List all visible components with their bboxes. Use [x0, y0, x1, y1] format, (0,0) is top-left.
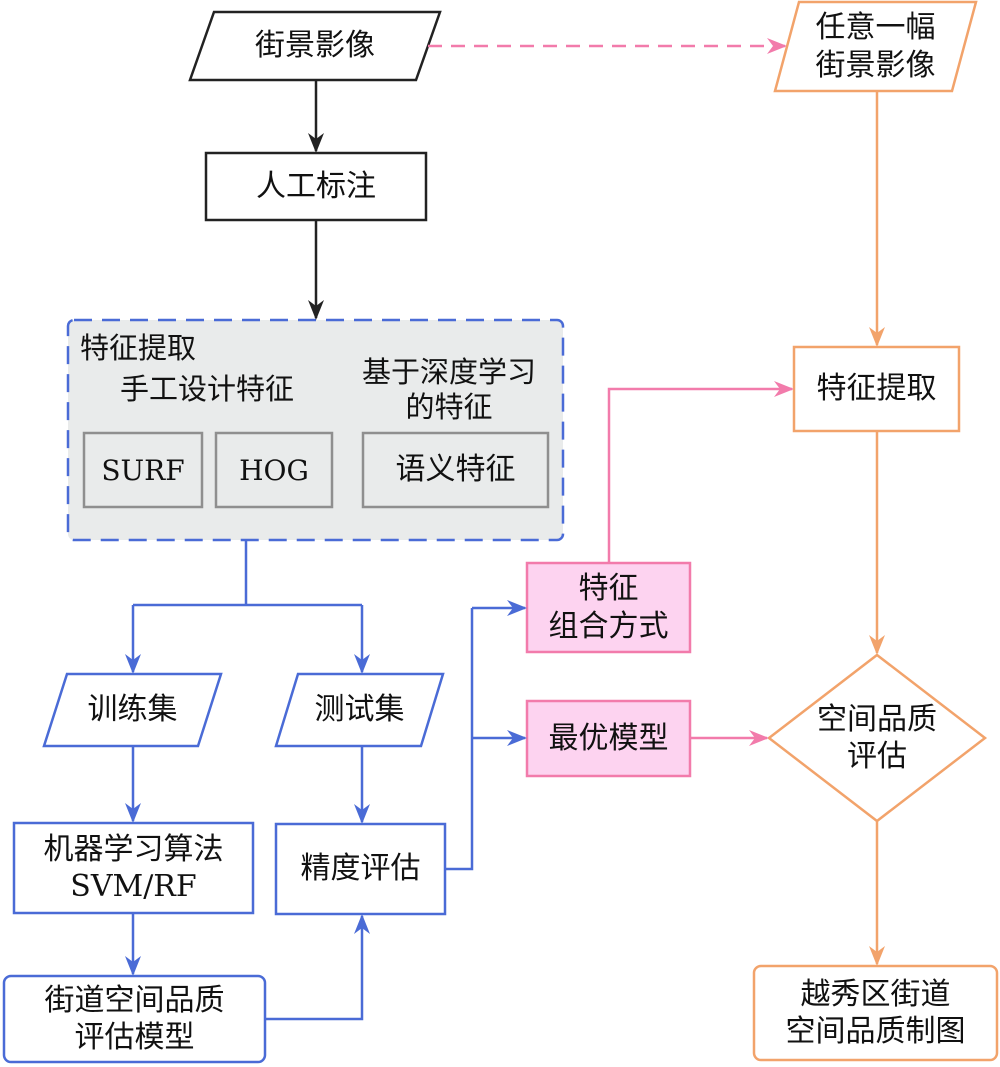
- handcrafted-features-title: 手工设计特征: [120, 372, 295, 406]
- surf-label: SURF: [101, 453, 185, 487]
- feature-extract-shape: [792, 345, 961, 433]
- any-image-label-line1: 任意一幅: [815, 10, 936, 45]
- test-set-label: 测试集: [314, 692, 405, 728]
- ml-algorithm-node: 机器学习算法 SVM/RF: [14, 823, 253, 913]
- train-set-node: 训练集: [44, 674, 221, 746]
- quality-model-label-line2: 评估模型: [74, 1020, 195, 1055]
- hog-shape: [214, 431, 334, 509]
- feature-combo-node: 特征 组合方式: [527, 563, 690, 652]
- best-model-label: 最优模型: [548, 720, 669, 756]
- hog-label: HOG: [239, 453, 309, 487]
- feature-combo-shape: [525, 561, 692, 654]
- test-set-node: 测试集: [276, 674, 443, 746]
- quality-map-node: 越秀区街道 空间品质制图: [754, 966, 997, 1060]
- arrow-combo-to-extract: [607, 381, 794, 563]
- feature-extract-label: 特征提取: [816, 371, 937, 407]
- manual-label-shape: [204, 151, 428, 222]
- feature-combo-label-line2: 组合方式: [548, 608, 669, 644]
- connector-accuracy-out: [445, 608, 474, 871]
- train-set-shape: [42, 672, 223, 748]
- quality-model-label-line1: 街道空间品质: [44, 982, 225, 1018]
- any-image-label-line2: 街景影像: [815, 47, 936, 83]
- connector-features-split: [133, 540, 362, 607]
- street-image-shape: [188, 10, 442, 82]
- surf-shape: [82, 431, 204, 509]
- ml-algorithm-label-line1: 机器学习算法: [43, 831, 224, 867]
- quality-assess-node: 空间品质 评估: [769, 655, 985, 821]
- any-image-shape: [773, 0, 978, 93]
- deep-features-title: 基于深度学习 的特征: [344, 355, 554, 425]
- any-image-node: 任意一幅 街景影像: [775, 2, 976, 91]
- quality-model-node: 街道空间品质 评估模型: [4, 976, 265, 1062]
- accuracy-label: 精度评估: [300, 851, 421, 887]
- ml-algorithm-label-line2: SVM/RF: [70, 869, 197, 904]
- test-set-shape: [274, 672, 445, 748]
- accuracy-node: 精度评估: [276, 824, 445, 914]
- quality-map-label-line1: 越秀区街道: [800, 976, 951, 1012]
- best-model-node: 最优模型: [527, 701, 690, 776]
- manual-label-label: 人工标注: [256, 168, 376, 204]
- semantic-features-label: 语义特征: [395, 452, 516, 488]
- semantic-shape: [361, 431, 550, 509]
- surf-node: SURF: [84, 433, 202, 507]
- hog-node: HOG: [216, 433, 332, 507]
- ml-algorithm-shape: [12, 821, 255, 915]
- train-set-label: 训练集: [87, 692, 178, 728]
- semantic-features-node: 语义特征: [363, 433, 548, 507]
- street-image-label: 街景影像: [255, 28, 375, 64]
- quality-assess-label-line2: 评估: [847, 739, 907, 774]
- quality-map-label-line2: 空间品质制图: [785, 1014, 966, 1049]
- street-image-node: 街景影像: [190, 12, 440, 80]
- quality-assess-label-line1: 空间品质: [817, 701, 937, 737]
- deep-features-title-line2: 的特征: [405, 389, 493, 424]
- arrow-model-to-accuracy: [265, 914, 370, 1021]
- feature-extract-node: 特征提取: [794, 347, 959, 431]
- feature-panel-title: 特征提取: [80, 331, 197, 365]
- quality-map-shape: [752, 964, 999, 1062]
- feature-combo-label-line1: 特征: [578, 571, 639, 606]
- deep-features-title-line1: 基于深度学习: [361, 355, 536, 389]
- manual-label-node: 人工标注: [206, 153, 426, 220]
